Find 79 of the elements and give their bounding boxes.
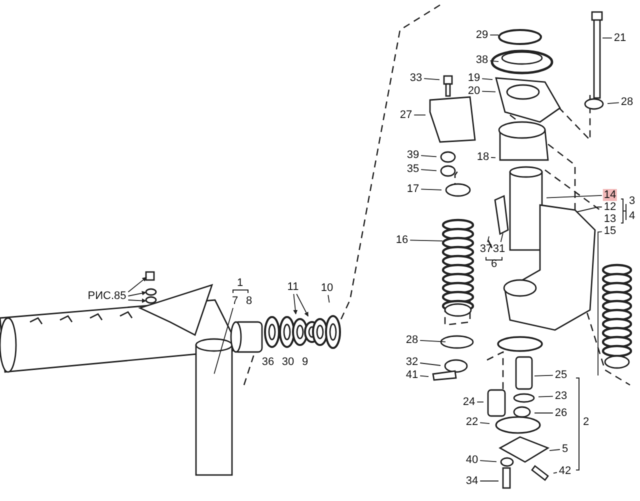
callout-number: 19 <box>466 72 482 84</box>
leader-line <box>420 362 441 366</box>
leader-line <box>482 78 493 80</box>
callout-number: 41 <box>404 369 420 381</box>
callout-number: 40 <box>464 454 480 466</box>
callout-number: 31 <box>492 243 506 255</box>
callout-number: 34 <box>464 475 480 487</box>
callout-number: 24 <box>462 396 476 408</box>
leader-line <box>534 412 554 414</box>
callout-number: 13 <box>602 213 618 225</box>
leader-line <box>549 449 560 452</box>
leader-line <box>500 232 504 242</box>
leader-line <box>128 276 147 292</box>
callout-number: 8 <box>244 295 254 307</box>
leader-line <box>214 308 234 374</box>
leader-line <box>293 294 298 314</box>
callout-number: 22 <box>464 416 480 428</box>
callout-number: 39 <box>406 149 420 161</box>
leader-line <box>328 294 330 304</box>
callout-number: РИС.85 <box>86 290 128 302</box>
leader-line <box>414 114 426 116</box>
callout-number: 9 <box>300 356 310 368</box>
callout-number: 37 <box>478 243 494 255</box>
callout-number: 11 <box>286 281 300 293</box>
leader-line <box>128 291 146 296</box>
leader-line <box>538 396 554 398</box>
callout-number: 12 <box>602 201 618 213</box>
leader-line <box>490 34 499 36</box>
leader-line <box>598 231 602 376</box>
leader-line <box>607 102 620 104</box>
callout-number: 2 <box>582 416 590 428</box>
leader-line <box>420 169 437 172</box>
callout-number: 6 <box>490 258 498 270</box>
leader-line <box>552 472 558 474</box>
callout-number: 18 <box>476 151 490 163</box>
callout-number: 4 <box>628 210 636 222</box>
leader-line <box>420 340 446 342</box>
callout-number: 30 <box>280 356 296 368</box>
callout-number: 7 <box>230 295 240 307</box>
callout-number: 15 <box>602 225 618 237</box>
callout-number: 35 <box>406 163 420 175</box>
leader-line <box>487 236 490 242</box>
callout-number: 1 <box>236 277 244 289</box>
leader-line <box>420 375 429 378</box>
leader-line <box>420 155 437 158</box>
leader-line <box>128 298 146 303</box>
callout-number: 21 <box>612 32 628 44</box>
callout-number: 25 <box>554 369 568 381</box>
leader-line <box>296 294 309 317</box>
callout-number: 26 <box>554 407 568 419</box>
leader-line <box>534 374 554 376</box>
callout-number: 28 <box>404 334 420 346</box>
callout-number: 20 <box>466 85 482 97</box>
callout-number: 29 <box>474 29 490 41</box>
leader-line <box>480 422 490 424</box>
callout-number: 36 <box>260 356 276 368</box>
leader-line <box>480 460 497 462</box>
callout-number: 33 <box>408 72 424 84</box>
callout-number: 32 <box>404 356 420 368</box>
callout-number: 16 <box>394 234 410 246</box>
leader-line <box>546 194 602 198</box>
leader-line <box>576 206 602 212</box>
callout-number: 17 <box>406 183 420 195</box>
callout-number: 3 <box>628 195 636 207</box>
callout-number: 27 <box>398 109 414 121</box>
callout-number: 38 <box>474 54 490 66</box>
callout-number: 5 <box>560 443 570 455</box>
leader-line <box>490 60 499 62</box>
leader-line <box>420 188 442 190</box>
callout-number: 23 <box>554 390 568 402</box>
callout-number: 14 <box>602 189 618 201</box>
leader-line <box>482 90 496 92</box>
leader-line <box>410 240 443 242</box>
callout-number: 42 <box>558 465 572 477</box>
callout-number: 28 <box>620 96 634 108</box>
leader-line <box>424 78 440 80</box>
leader-line <box>480 480 499 482</box>
leader-line <box>490 157 496 158</box>
callout-number: 10 <box>320 282 334 294</box>
